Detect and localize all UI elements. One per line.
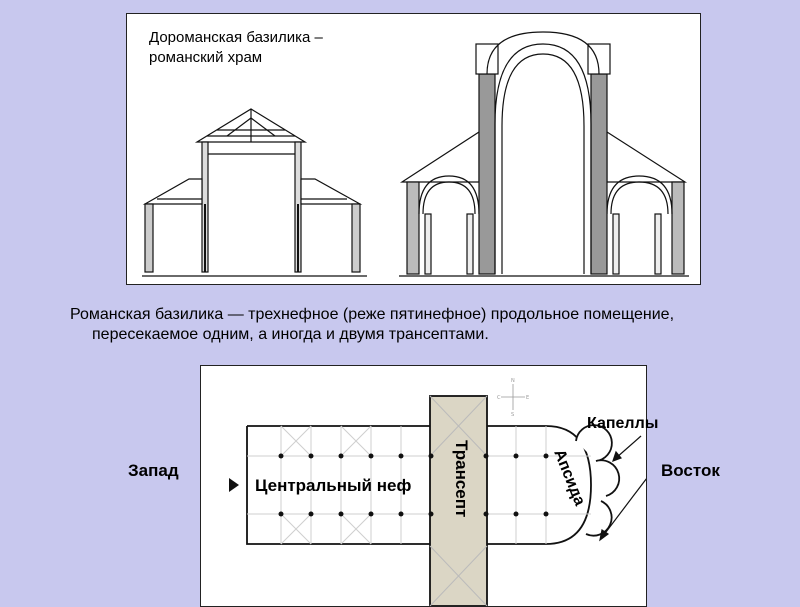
compass-west: C xyxy=(497,395,501,401)
floor-plan-drawing: N S C E xyxy=(229,378,646,606)
cross-section-drawing xyxy=(142,31,689,277)
pre-romanesque-basilica-section xyxy=(142,108,367,277)
chapels xyxy=(575,424,621,537)
compass-east: E xyxy=(526,395,529,401)
east-label: Восток xyxy=(661,461,720,480)
floor-plan-figure: N S C E xyxy=(200,365,647,607)
romanesque-church-section xyxy=(399,31,689,277)
description-text: Романская базилика — трехнефное (реже пя… xyxy=(70,306,675,343)
cross-section-figure: Дороманская базилика – романский храм xyxy=(126,13,701,285)
chapel-pointer-arrows xyxy=(599,435,646,542)
west-label: Запад xyxy=(128,461,179,480)
compass-south: S xyxy=(511,412,514,418)
transept-block xyxy=(429,395,488,606)
nave-outline xyxy=(246,425,592,545)
nave-label: Центральный неф xyxy=(255,476,412,495)
chapels-label: Капеллы xyxy=(587,415,659,432)
top-figure-caption: Дороманская базилика – романский храм xyxy=(149,29,323,66)
transept-label: Трансепт xyxy=(452,440,471,518)
compass-icon: N S C E xyxy=(497,378,529,418)
entrance-arrow-icon xyxy=(229,478,239,492)
column-dots xyxy=(278,453,549,517)
vault-grid xyxy=(247,425,591,545)
compass-north: N xyxy=(511,378,515,384)
